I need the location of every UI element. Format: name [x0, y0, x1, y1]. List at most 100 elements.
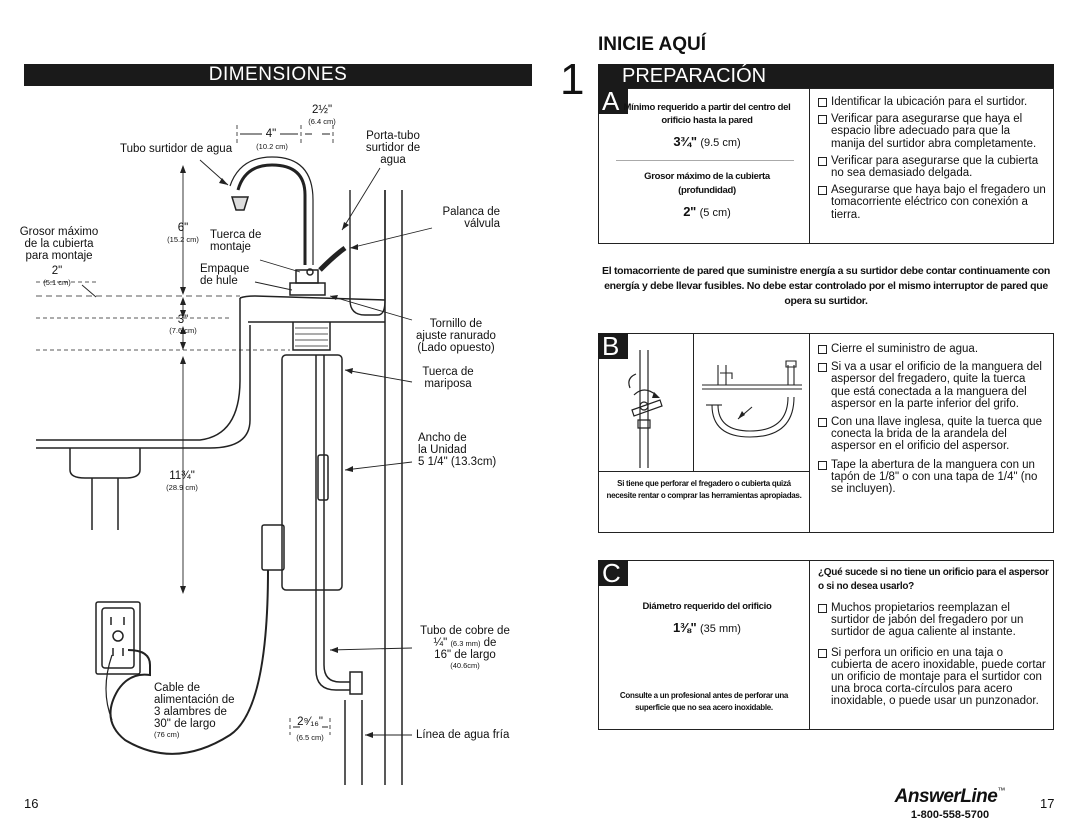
label-tubo-cobre-cm: (40.6cm)	[450, 661, 480, 670]
section-b-illus-divider	[693, 333, 694, 471]
label-tubo-cobre-1: Tubo de cobre de	[420, 625, 510, 637]
checkbox-icon[interactable]	[818, 115, 827, 125]
section-c-diam-value-line: 1⅜" (35 mm)	[622, 620, 792, 635]
dimensions-title-bar: DIMENSIONES	[24, 64, 532, 86]
checklist-item: Si perfora un orificio en una taja o cub…	[818, 647, 1046, 708]
section-a	[598, 88, 1054, 244]
checkbox-icon[interactable]	[818, 648, 827, 658]
checklist-item: Verificar para asegurarse que la cubiert…	[818, 155, 1046, 179]
label-tubo-surtidor: Tubo surtidor de agua	[120, 143, 233, 155]
label-dim-4-cm: (10.2 cm)	[256, 142, 288, 151]
checkbox-icon[interactable]	[818, 460, 827, 470]
section-c-checklist: Muchos propietarios reemplazan el surtid…	[818, 602, 1046, 713]
section-c-divider	[809, 560, 810, 730]
label-dim-4: 4"	[265, 128, 277, 140]
label-tubo-cobre-3: de	[483, 637, 497, 649]
section-c-question: ¿Qué sucede si no tiene un orificio para…	[818, 567, 1049, 592]
dimensions-title: DIMENSIONES	[208, 64, 348, 85]
page-number-right: 17	[1040, 796, 1055, 811]
label-ancho: Ancho de la Unidad 5 1/4" (13.3cm)	[418, 432, 497, 468]
checkbox-icon[interactable]	[818, 345, 827, 354]
checkbox-icon[interactable]	[818, 363, 827, 373]
section-c-note: Consulte a un profesional antes de perfo…	[619, 691, 789, 712]
section-c-diam-value-mm: (35 mm)	[700, 623, 741, 635]
label-tubo-cobre-2: ¼"	[433, 637, 448, 649]
label-palanca: Palanca de válvula	[442, 206, 500, 230]
brand-phone: 1-800-558-5700	[910, 809, 990, 821]
label-dim-2-cm: (5.1 cm)	[43, 278, 71, 287]
step-title: PREPARACIÓN	[622, 65, 767, 87]
brand-logo: AnswerLine™ 1-800-558-5700	[880, 786, 1020, 821]
label-cable-cm: (76 cm)	[154, 730, 180, 739]
checkbox-icon[interactable]	[818, 604, 827, 613]
label-dim-2: 2"	[51, 265, 63, 277]
checkbox-icon[interactable]	[818, 156, 827, 166]
section-b-divider	[809, 333, 810, 533]
checklist-item: Tape la abertura de la manguera con un t…	[818, 459, 1046, 496]
section-a-grosor-value-cm: (5 cm)	[699, 207, 731, 219]
section-a-letter: A	[598, 88, 628, 114]
section-c-letter: C	[598, 560, 628, 586]
warning-text: El tomacorriente de pared que suministre…	[602, 265, 1050, 307]
label-tuerca-montaje: Tuerca de montaje	[210, 229, 262, 253]
checkbox-icon[interactable]	[818, 418, 827, 428]
checklist-item: Cierre el suministro de agua.	[818, 343, 1046, 355]
section-c-diam-value: 1⅜"	[673, 620, 697, 635]
wrench-illustration	[628, 350, 663, 468]
step-number: 1	[560, 55, 585, 104]
checkbox-icon[interactable]	[818, 186, 827, 196]
label-tuerca-mariposa: Tuerca de mariposa	[422, 366, 474, 390]
section-c	[598, 560, 1054, 730]
section-a-grosor-value: 2"	[683, 204, 696, 219]
label-tubo-cobre-2-line: ¼" (6.3 mm) de	[410, 637, 520, 649]
sink-sprayer-illustration	[702, 360, 802, 438]
inicie-heading: INICIE AQUÍ	[598, 34, 707, 55]
label-tubo-cobre-4: 16" de largo	[434, 649, 496, 661]
checklist-item: Con una llave inglesa, quite la tuerca q…	[818, 416, 1046, 453]
section-a-rule	[616, 160, 794, 161]
label-dim-3-cm: (7.6 cm)	[169, 326, 197, 335]
section-b-letter: B	[598, 333, 628, 359]
section-a-min-title: Mínimo requerido a partir del centro del…	[623, 102, 791, 126]
label-dim-3: 3"	[177, 314, 189, 326]
section-b-illus-bottom	[598, 471, 809, 472]
checkbox-icon[interactable]	[818, 98, 827, 107]
section-a-min-value: 3¾"	[673, 134, 697, 149]
section-b	[598, 333, 1054, 533]
label-tornillo: Tornillo de ajuste ranurado (Lado opuest…	[416, 318, 496, 354]
checklist-item: Verificar para asegurarse que haya el es…	[818, 113, 1046, 150]
section-a-divider	[809, 88, 810, 244]
checklist-item: Asegurarse que haya bajo el fregadero un…	[818, 184, 1046, 221]
label-dim-2-56: 2⁹⁄₁₆"	[297, 716, 323, 728]
label-dim-2-56-cm: (6.5 cm)	[296, 733, 324, 742]
page-number-left: 16	[24, 796, 39, 811]
step-title-bar: PREPARACIÓN	[598, 64, 1054, 88]
brand-tm: ™	[997, 786, 1006, 795]
label-dim-2-5: 2½"	[311, 104, 333, 116]
label-cable: Cable de alimentación de 3 alambres de 3…	[154, 682, 235, 730]
section-a-min-value-cm: (9.5 cm)	[700, 137, 741, 149]
section-b-checklist: Cierre el suministro de agua. Si va a us…	[818, 343, 1046, 500]
section-b-note: Si tiene que perforar el fregadero o cub…	[606, 479, 802, 500]
label-dim-6-cm: (15.2 cm)	[167, 235, 199, 244]
label-empaque: Empaque de hule	[200, 263, 250, 287]
dimensions-diagram	[36, 125, 433, 785]
label-tubo-cobre: Tubo de cobre de ¼" (6.3 mm) de 16" de l…	[410, 625, 520, 670]
section-a-min-value-line: 3¾" (9.5 cm)	[622, 134, 792, 149]
label-dim-2-5-cm: (6.4 cm)	[308, 117, 336, 126]
checklist-item: Muchos propietarios reemplazan el surtid…	[818, 602, 1046, 639]
section-c-diam-title: Diámetro requerido del orificio	[642, 601, 772, 612]
checklist-item: Si va a usar el orificio de la manguera …	[818, 361, 1046, 410]
label-porta-tubo: Porta-tubo surtidor de agua	[365, 130, 421, 166]
label-linea-agua: Línea de agua fría	[416, 729, 510, 741]
label-dim-11-75-cm: (28.9 cm)	[166, 483, 198, 492]
section-a-checklist: Identificar la ubicación para el surtido…	[818, 96, 1046, 226]
label-tubo-cobre-mm: (6.3 mm)	[450, 639, 481, 648]
label-dim-6: 6"	[177, 222, 189, 234]
checklist-item: Identificar la ubicación para el surtido…	[818, 96, 1046, 108]
section-a-grosor-value-line: 2" (5 cm)	[622, 204, 792, 219]
label-grosor-max: Grosor máximo de la cubierta para montaj…	[19, 226, 99, 262]
section-a-grosor-title: Grosor máximo de la cubierta (profundida…	[644, 171, 770, 196]
label-dim-11-75: 11¾"	[169, 470, 195, 482]
brand-name: AnswerLine	[894, 786, 998, 807]
